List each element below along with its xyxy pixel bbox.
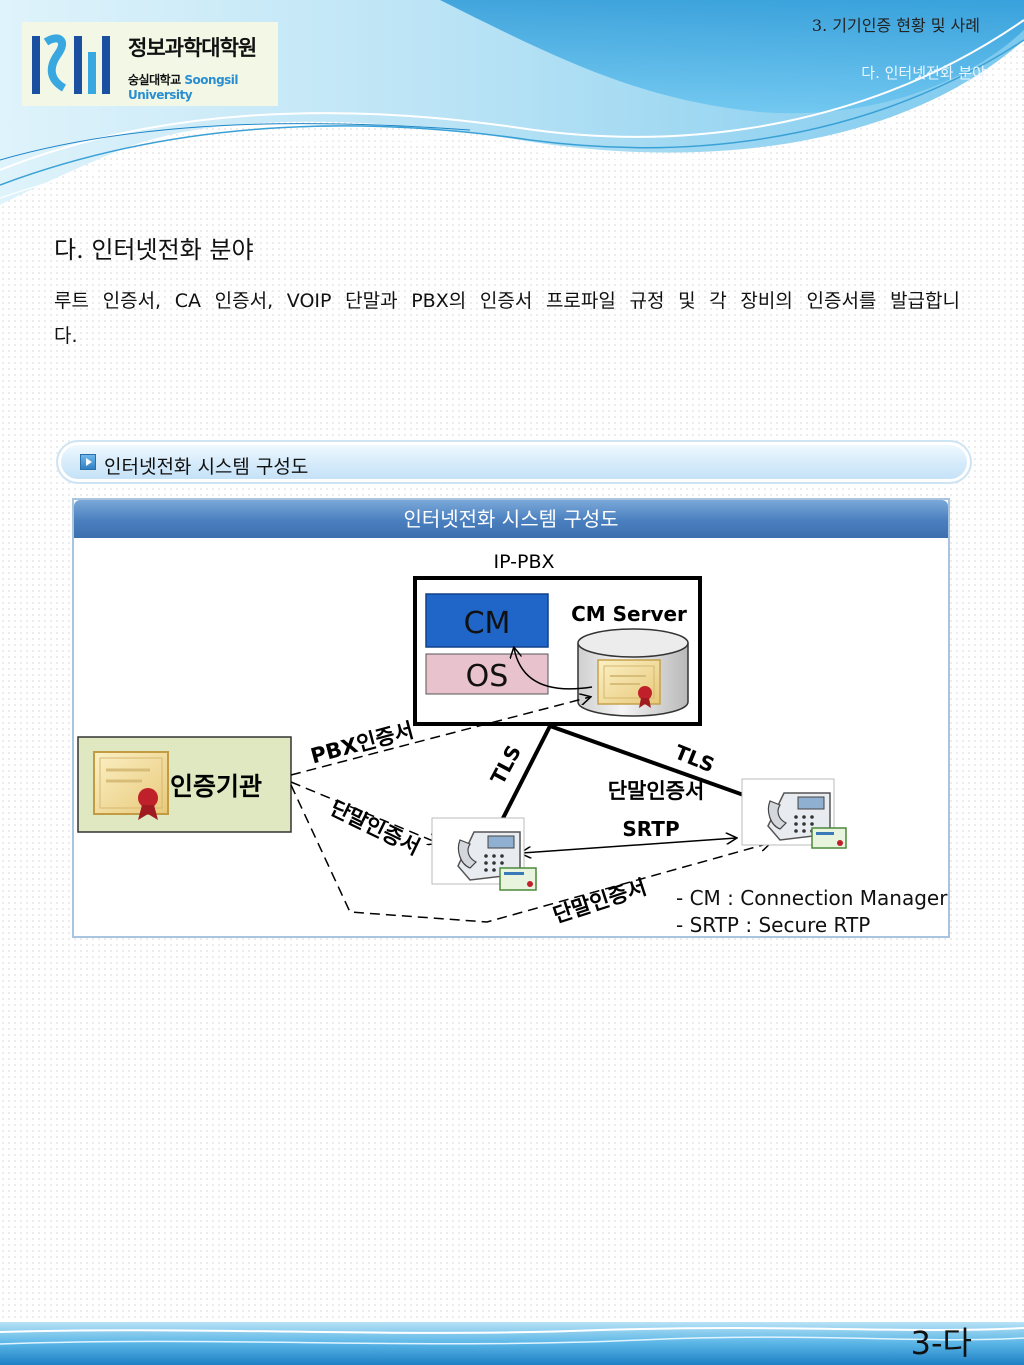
cm-server-label: CM Server	[571, 602, 687, 626]
header-section-title: 3. 기기인증 현황 및 사례	[811, 16, 980, 35]
cm-server-database-icon	[577, 628, 689, 717]
ip-phone-right-icon	[741, 778, 847, 849]
page-number: 3-다	[910, 1324, 972, 1362]
pbx-cert-dashed-line	[290, 697, 590, 776]
footer-wave-decoration	[0, 1322, 1024, 1365]
logo-subtitle-korean: 숭실대학교	[128, 73, 181, 87]
os-block-label: OS	[466, 659, 509, 694]
cm-block	[425, 593, 549, 648]
ip-phone-left-icon	[431, 817, 537, 891]
legend-note-cm: - CM : Connection Manager	[676, 886, 948, 910]
page-heading: 다. 인터넷전화 분야	[54, 236, 254, 264]
terminal-cert-dashed-line-2	[290, 784, 770, 923]
pbx-cert-label: PBX인증서	[308, 718, 416, 769]
section-title-label: 인터넷전화 시스템 구성도	[104, 456, 309, 478]
header-subsection-title: 다. 인터넷전화 분야	[861, 64, 986, 82]
logo-subtitle: 숭실대학교 Soongsil University	[128, 71, 278, 102]
cm-cert-arrow	[514, 648, 593, 690]
intro-paragraph: 루트 인증서, CA 인증서, VOIP 단말과 PBX의 인증서 프로파일 규…	[54, 290, 960, 347]
logo-subtitle-english: Soongsil University	[128, 73, 239, 102]
os-block	[425, 653, 549, 695]
section-title-bar: 인터넷전화 시스템 구성도	[56, 440, 972, 484]
terminal-cert-label-1: 단말인증서	[326, 796, 423, 860]
certification-authority-label: 인증기관	[170, 772, 262, 801]
terminal-cert-dashed-line-1	[290, 781, 438, 843]
terminal-cert-label-2: 단말인증서	[608, 779, 705, 803]
ssu-logo-mark-icon	[32, 34, 110, 94]
terminal-cert-label-3: 단말인증서	[550, 875, 649, 928]
legend-note-srtp: - SRTP : Secure RTP	[676, 913, 871, 937]
ip-pbx-label: IP-PBX	[493, 551, 554, 573]
university-logo[interactable]: 정보과학대학원 숭실대학교 Soongsil University	[22, 22, 278, 106]
srtp-label: SRTP	[622, 817, 679, 841]
diagram-panel-title: 인터넷전화 시스템 구성도	[74, 500, 948, 538]
authority-certificate-icon	[93, 751, 169, 820]
cm-block-label: CM	[464, 606, 511, 641]
srtp-arrow	[522, 838, 736, 853]
play-bullet-icon	[80, 454, 96, 470]
logo-title: 정보과학대학원	[128, 36, 257, 60]
tls-line-left	[496, 725, 552, 829]
